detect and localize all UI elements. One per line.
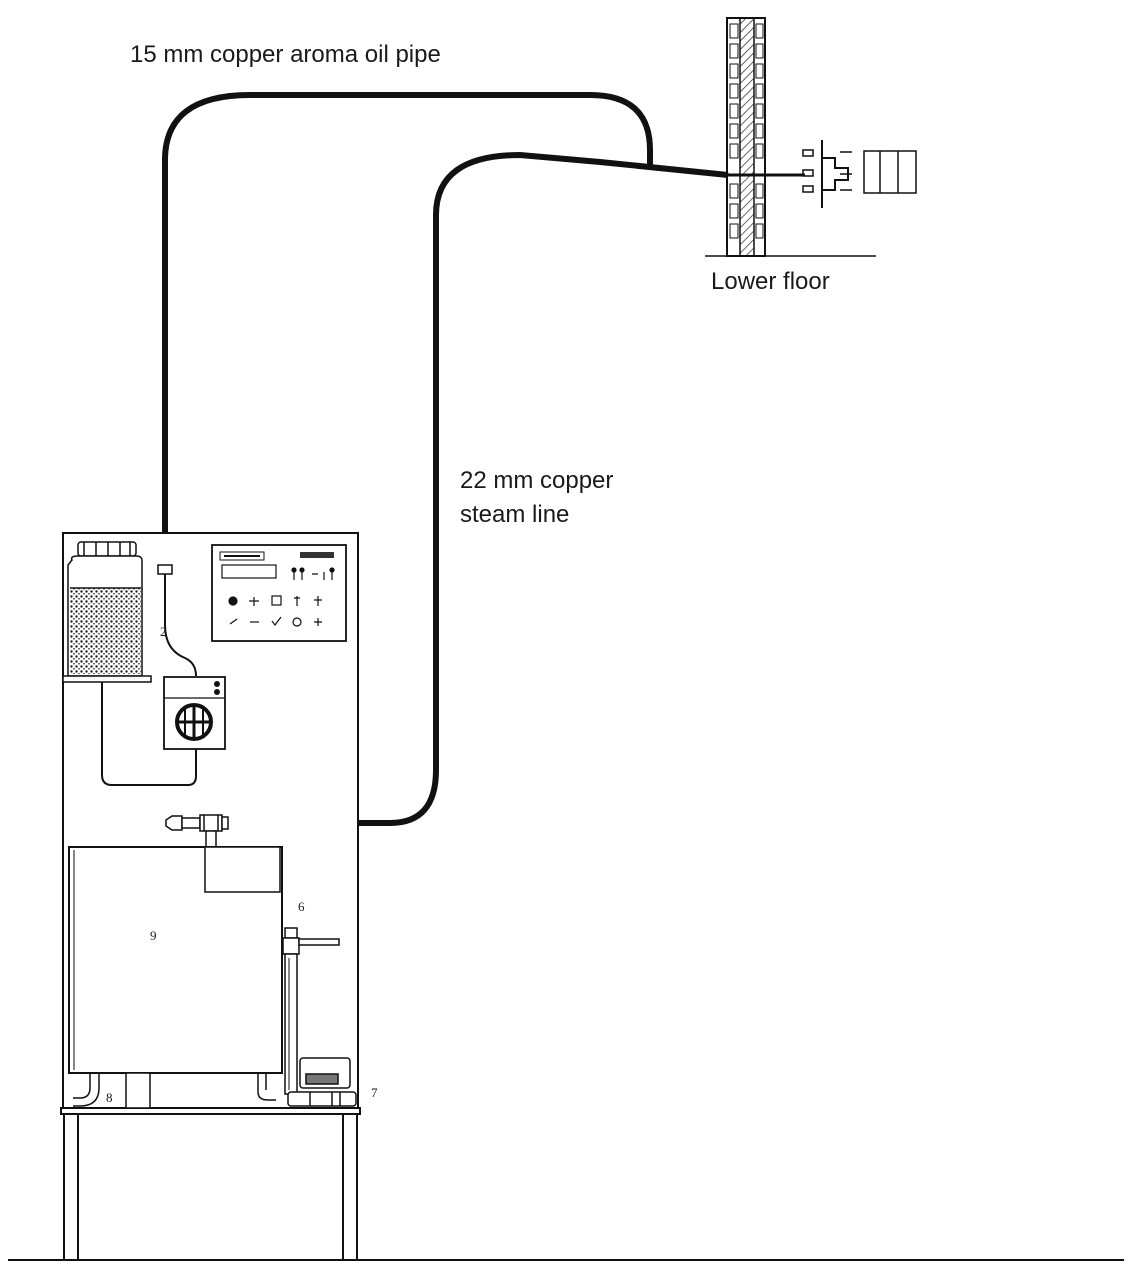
callout-9: 9 xyxy=(150,928,157,943)
wall xyxy=(726,17,766,257)
aroma-oil-bottle xyxy=(67,541,143,677)
oil-feed-hose xyxy=(164,574,197,677)
oil-pipe-label: 15 mm copper aroma oil pipe xyxy=(130,41,441,68)
control-panel xyxy=(211,544,347,642)
aroma-dosing-pump xyxy=(163,676,226,750)
tank-drain-pipe xyxy=(73,1072,276,1109)
steam-outlet-nozzle xyxy=(802,140,852,208)
callout-6: 6 xyxy=(298,899,305,914)
steam-line-label-line1: 22 mm copper xyxy=(460,467,613,494)
aroma-oil-pipe xyxy=(162,92,653,567)
steam-line-pipe xyxy=(225,152,729,826)
indicator-icons xyxy=(291,567,335,580)
display-screen xyxy=(221,564,277,579)
callout-2: 2 xyxy=(160,624,167,639)
steam-generator-tank xyxy=(68,846,283,1074)
oil-pipe-connector xyxy=(157,564,173,575)
stand xyxy=(60,1107,361,1261)
panel-buttons xyxy=(228,595,322,627)
sensor-box xyxy=(863,150,917,194)
steam-tee-connector xyxy=(165,814,229,848)
steam-line-label-line2: steam line xyxy=(460,501,569,528)
callout-7: 7 xyxy=(371,1085,378,1100)
inlet-valve xyxy=(287,1057,357,1107)
bottle-to-pump-hose xyxy=(101,682,197,786)
callout-8: 8 xyxy=(106,1090,113,1105)
lower-floor-label: Lower floor xyxy=(711,268,830,295)
bottle-shelf xyxy=(62,675,152,683)
